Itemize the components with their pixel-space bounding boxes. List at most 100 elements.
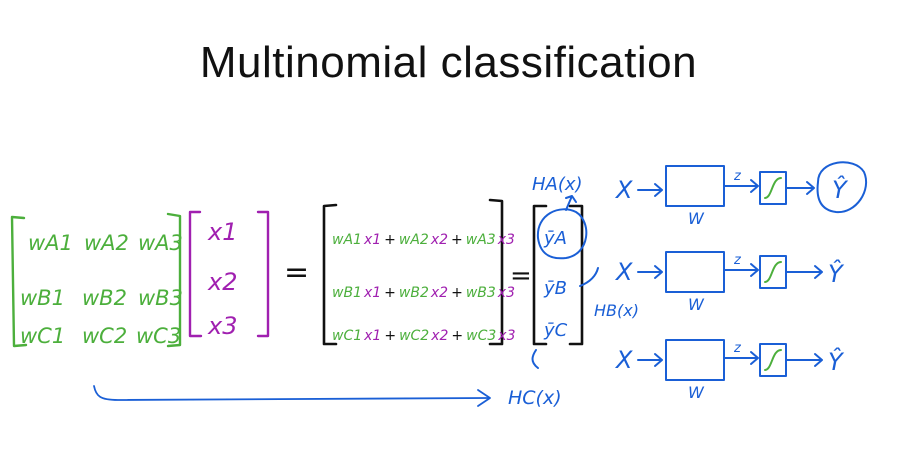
weight-matrix — [10, 212, 182, 348]
input-vector-right-bracket — [256, 210, 270, 338]
weight-cell-a1: wA1 — [28, 231, 73, 255]
network-2-box-label: W — [688, 295, 705, 314]
weight-cell-c2: wC2 — [82, 324, 127, 348]
weight-cell-a3: wA3 — [138, 231, 183, 255]
network-2-edge-label: z — [733, 253, 742, 268]
network-2-input-label: X — [614, 258, 633, 286]
product-matrix-right-bracket — [488, 198, 504, 346]
weight-cell-c3: wC3 — [136, 324, 181, 348]
output-cell-c: ȳC — [543, 320, 568, 341]
weight-cell-b2: wB2 — [82, 286, 127, 310]
long-arrow-shaft — [93, 385, 489, 401]
hypothesis-c-label: HC(x) — [508, 387, 562, 409]
product-matrix — [322, 198, 504, 346]
network-labels: X W z Ŷ X W z Ŷ X W z Ŷ — [614, 169, 849, 402]
network-2-weight-box — [665, 251, 725, 293]
network-2-z-arrow-icon — [723, 263, 759, 277]
network-2-input-arrow-icon — [637, 265, 663, 279]
network-3-edge-label: z — [733, 341, 742, 356]
product-c2-weight: wC2 — [399, 328, 429, 344]
network-diagrams — [637, 161, 867, 381]
equals-sign-right: = — [510, 261, 532, 291]
output-cell-a: ȳA — [543, 228, 567, 249]
product-c-plus-2: + — [451, 328, 463, 344]
network-1-output-circle — [816, 161, 867, 214]
network-3-input-arrow-icon — [637, 353, 663, 367]
weight-cell-c1: wC1 — [20, 324, 65, 348]
input-vector-cells: x1 x2 x3 — [207, 218, 237, 340]
network-1-output-arrow-icon — [785, 181, 815, 195]
network-3-input-label: X — [614, 346, 633, 374]
product-a2-input: x2 — [430, 232, 448, 248]
network-1-box-label: W — [688, 209, 705, 228]
output-vector-right-bracket — [568, 204, 584, 346]
output-a-arrow-icon — [565, 195, 577, 211]
weight-matrix-cells: wA1 wA2 wA3 wB1 wB2 wB3 wC1 wC2 wC3 — [20, 231, 183, 348]
product-a3-input: x3 — [497, 232, 515, 248]
network-3 — [637, 339, 823, 381]
product-c1-weight: wC1 — [332, 328, 362, 344]
weight-cell-b1: wB1 — [20, 286, 65, 310]
product-b-plus-2: + — [451, 285, 463, 301]
product-b3-input: x3 — [497, 285, 515, 301]
network-1 — [637, 161, 867, 214]
network-3-output-label: Ŷ — [828, 346, 845, 376]
input-cell-3: x3 — [207, 312, 237, 340]
output-c-curl — [531, 349, 539, 369]
product-b-plus-1: + — [384, 285, 396, 301]
input-vector-left-bracket — [188, 210, 203, 338]
input-vector — [188, 210, 270, 338]
slide-title: Multinomial classification — [199, 38, 698, 87]
weight-matrix-right-bracket — [166, 212, 182, 348]
network-1-edge-label: z — [733, 169, 742, 184]
output-vector-cells: ȳA ȳB ȳC — [543, 228, 568, 341]
network-2-sigmoid-icon — [764, 261, 782, 283]
long-arrow — [93, 385, 491, 407]
output-a-circle — [536, 208, 588, 260]
product-a1-weight: wA1 — [332, 232, 362, 248]
product-c-plus-1: + — [384, 328, 396, 344]
product-b2-weight: wB2 — [399, 285, 429, 301]
output-vector-left-bracket — [532, 204, 548, 346]
network-2-output-label: Ŷ — [828, 258, 845, 288]
product-b3-weight: wB3 — [466, 285, 496, 301]
product-c1-input: x1 — [363, 328, 381, 344]
output-vector — [531, 195, 599, 369]
network-3-box-label: W — [688, 383, 705, 402]
product-b1-input: x1 — [363, 285, 381, 301]
network-2-output-arrow-icon — [785, 265, 823, 279]
hypothesis-labels: HA(x) HB(x) HC(x) — [508, 174, 639, 409]
weight-cell-b3: wB3 — [138, 286, 183, 310]
product-matrix-left-bracket — [322, 203, 338, 346]
network-3-weight-box — [665, 339, 725, 381]
hypothesis-a-label: HA(x) — [532, 174, 583, 195]
input-cell-2: x2 — [207, 268, 237, 296]
product-a3-weight: wA3 — [466, 232, 496, 248]
network-3-z-arrow-icon — [723, 351, 759, 365]
product-b1-weight: wB1 — [332, 285, 362, 301]
product-a2-weight: wA2 — [399, 232, 429, 248]
product-b2-input: x2 — [430, 285, 448, 301]
network-1-weight-box — [665, 165, 725, 207]
network-2 — [637, 251, 823, 293]
long-arrow-head-icon — [477, 389, 491, 407]
hypothesis-b-label: HB(x) — [594, 301, 639, 320]
product-c3-weight: wC3 — [466, 328, 496, 344]
network-1-input-arrow-icon — [637, 183, 663, 197]
network-1-sigmoid-icon — [764, 177, 782, 199]
input-cell-1: x1 — [207, 218, 237, 246]
product-c3-input: x3 — [497, 328, 515, 344]
product-a-plus-2: + — [451, 232, 463, 248]
output-b-curl — [579, 267, 599, 287]
output-cell-b: ȳB — [543, 278, 567, 299]
network-1-output-label: Ŷ — [832, 174, 849, 204]
network-1-input-label: X — [614, 176, 633, 204]
network-3-sigmoid-icon — [764, 349, 782, 371]
network-1-z-arrow-icon — [723, 179, 759, 193]
